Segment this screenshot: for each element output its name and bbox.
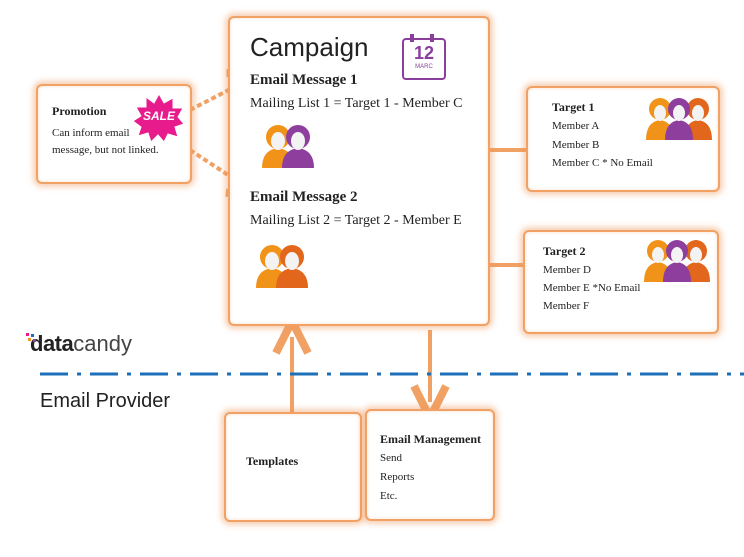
email-provider-label: Email Provider (40, 390, 171, 412)
promotion-title: Promotion (52, 104, 107, 118)
promotion-line2: message, but not linked. (52, 144, 159, 156)
people-icon (256, 245, 308, 288)
calendar-month: MARC (415, 64, 433, 70)
logo-confetti-icon (26, 333, 36, 343)
datacandy-logo: datacandy (26, 331, 132, 359)
sale-badge-label: SALE (142, 109, 175, 123)
email-management-item: Send (380, 452, 402, 464)
people-icon (262, 125, 314, 168)
target2-member: Member F (543, 300, 590, 312)
target1-member: Member C * No Email (552, 157, 653, 169)
target2-title: Target 2 (543, 244, 586, 258)
promotion-line1: Can inform email (52, 127, 130, 139)
target1-member: Member B (552, 139, 600, 151)
campaign-title: Campaign (250, 32, 369, 62)
promotion-to-email1-arrow (189, 80, 248, 112)
calendar-day: 12 (413, 43, 435, 63)
email-management-title: Email Management (380, 432, 481, 446)
target2-member: Member D (543, 264, 591, 276)
email-message-1-heading: Email Message 1 (250, 72, 358, 88)
templates-box (224, 412, 362, 522)
email-message-1-mailing-list: Mailing List 1 = Target 1 - Member C (250, 96, 463, 111)
group-icon (644, 240, 710, 282)
email-management-box (365, 409, 495, 521)
sale-badge: SALE (132, 92, 185, 143)
email-management-item: Etc. (380, 490, 398, 502)
logo-text-data: data (30, 331, 74, 356)
email-message-2-heading: Email Message 2 (250, 189, 358, 205)
calendar-icon: 12 MARC (402, 34, 446, 80)
email-message-2-mailing-list: Mailing List 2 = Target 2 - Member E (250, 213, 462, 228)
group-icon (646, 98, 712, 140)
email-management-item: Reports (380, 471, 415, 483)
target2-member: Member E *No Email (543, 282, 641, 294)
target1-member: Member A (552, 120, 600, 132)
target1-title: Target 1 (552, 100, 595, 114)
sale-starburst-icon (132, 92, 185, 143)
templates-label: Templates (246, 454, 299, 468)
logo-text-candy: candy (73, 331, 132, 356)
